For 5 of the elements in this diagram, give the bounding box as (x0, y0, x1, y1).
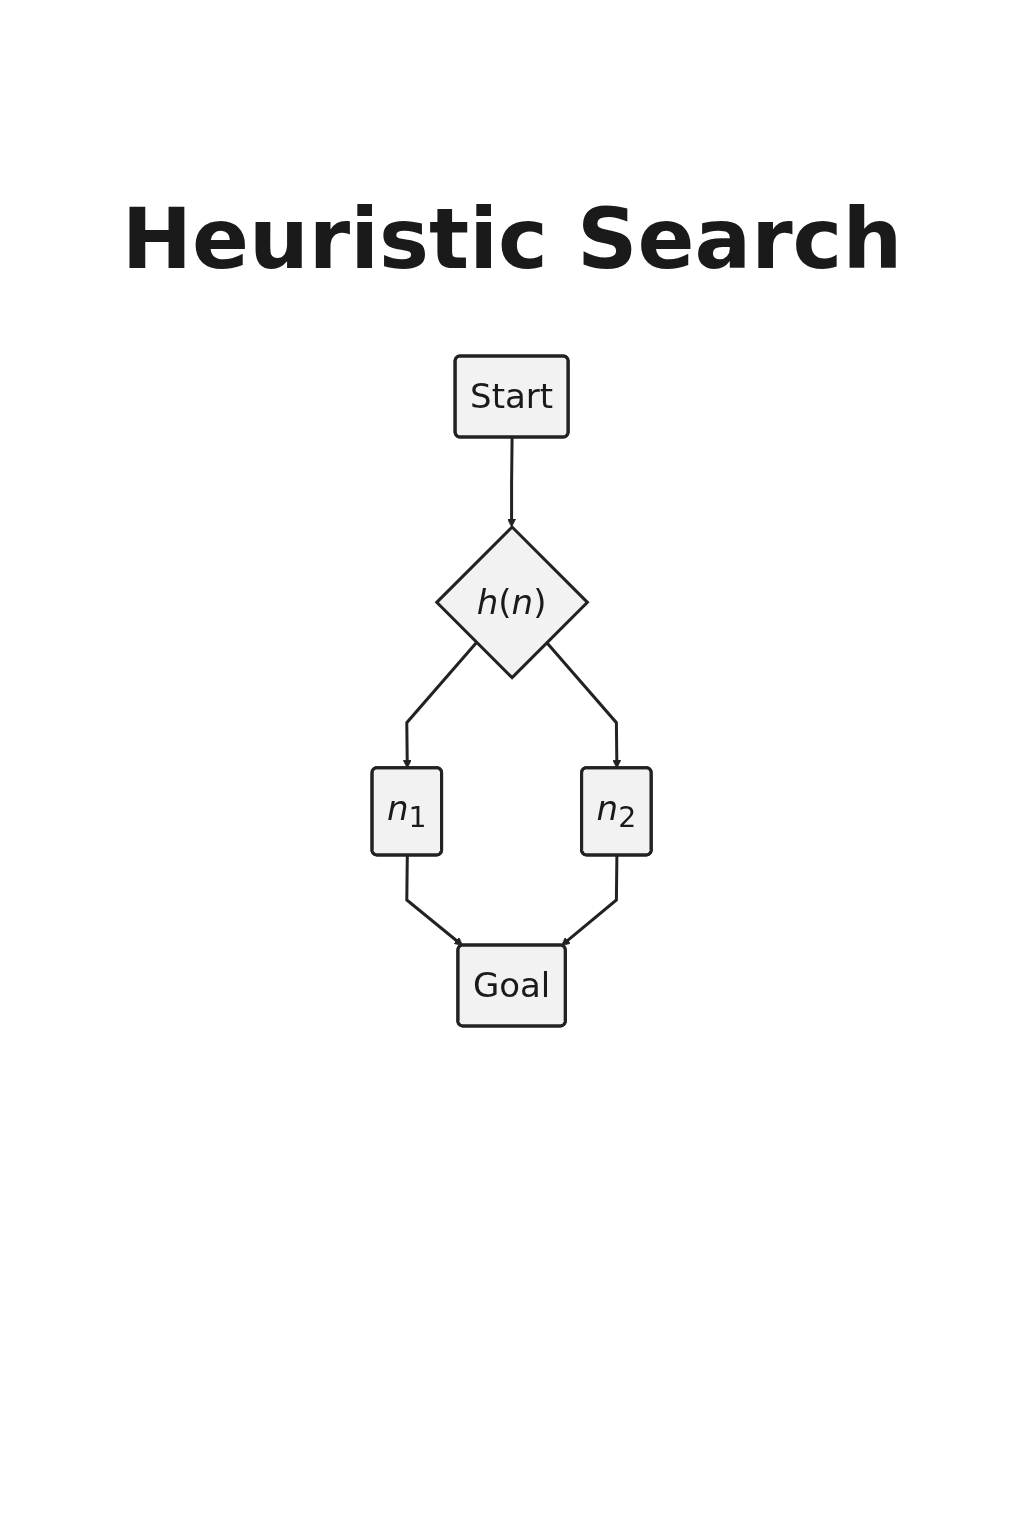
arrow (561, 855, 619, 946)
node-diamond: h(n) (435, 524, 590, 680)
arrow (507, 437, 517, 528)
diagram-title: Heuristic Search (120, 190, 904, 288)
arrow (405, 855, 464, 946)
